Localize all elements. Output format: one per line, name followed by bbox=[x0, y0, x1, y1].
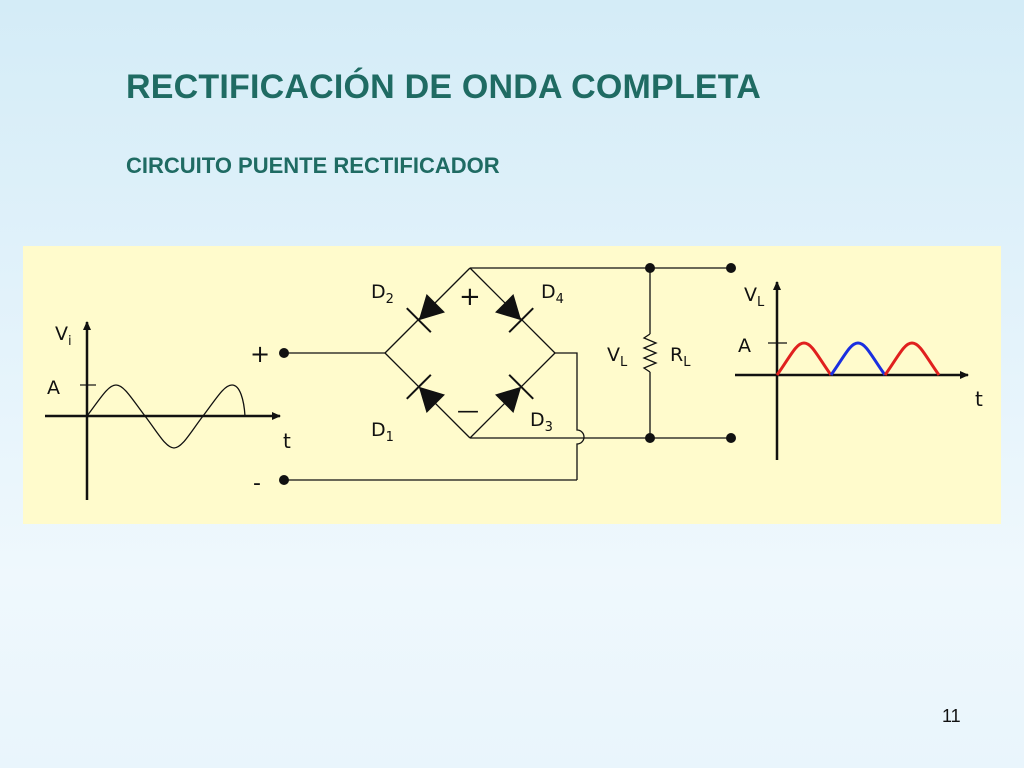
output-waveform-graph: VL A t bbox=[735, 281, 983, 460]
input-amplitude-label: A bbox=[47, 377, 60, 399]
slide-title: RECTIFICACIÓN DE ONDA COMPLETA bbox=[126, 68, 761, 106]
diode-d4-label: D4 bbox=[541, 281, 564, 307]
output-half-cycle-3 bbox=[883, 341, 941, 376]
output-amplitude-label: A bbox=[738, 335, 751, 357]
diagram-panel bbox=[23, 246, 1001, 524]
diode-d2 bbox=[406, 294, 445, 333]
circuit-wires bbox=[284, 267, 731, 481]
output-half-cycle-2 bbox=[829, 341, 887, 376]
input-x-label: t bbox=[283, 429, 291, 453]
input-y-label: Vi bbox=[55, 323, 72, 349]
load-resistor-label: RL bbox=[670, 344, 691, 370]
minus-sign: - bbox=[253, 471, 261, 496]
output-nodes bbox=[645, 263, 736, 443]
plus-sign: + bbox=[250, 340, 270, 368]
input-sine-wave bbox=[86, 384, 246, 449]
input-waveform-graph: Vi A t bbox=[45, 321, 291, 500]
page-number: 11 bbox=[942, 706, 961, 726]
bridge-minus-sign: — bbox=[457, 399, 479, 424]
diode-d1-label: D1 bbox=[371, 419, 394, 445]
diode-d3-label: D3 bbox=[530, 409, 553, 435]
diode-d1 bbox=[406, 374, 445, 413]
output-y-label: VL bbox=[744, 284, 765, 310]
output-half-cycle-1 bbox=[775, 341, 833, 376]
diode-d2-label: D2 bbox=[371, 281, 394, 307]
slide-subtitle: CIRCUITO PUENTE RECTIFICADOR bbox=[126, 153, 500, 178]
diode-d4 bbox=[495, 294, 534, 333]
bridge-plus-sign: + bbox=[459, 282, 481, 312]
input-terminals: + - bbox=[250, 340, 289, 496]
output-x-label: t bbox=[975, 387, 983, 411]
load-voltage-label: VL bbox=[607, 344, 628, 370]
diode-d3 bbox=[495, 374, 534, 413]
